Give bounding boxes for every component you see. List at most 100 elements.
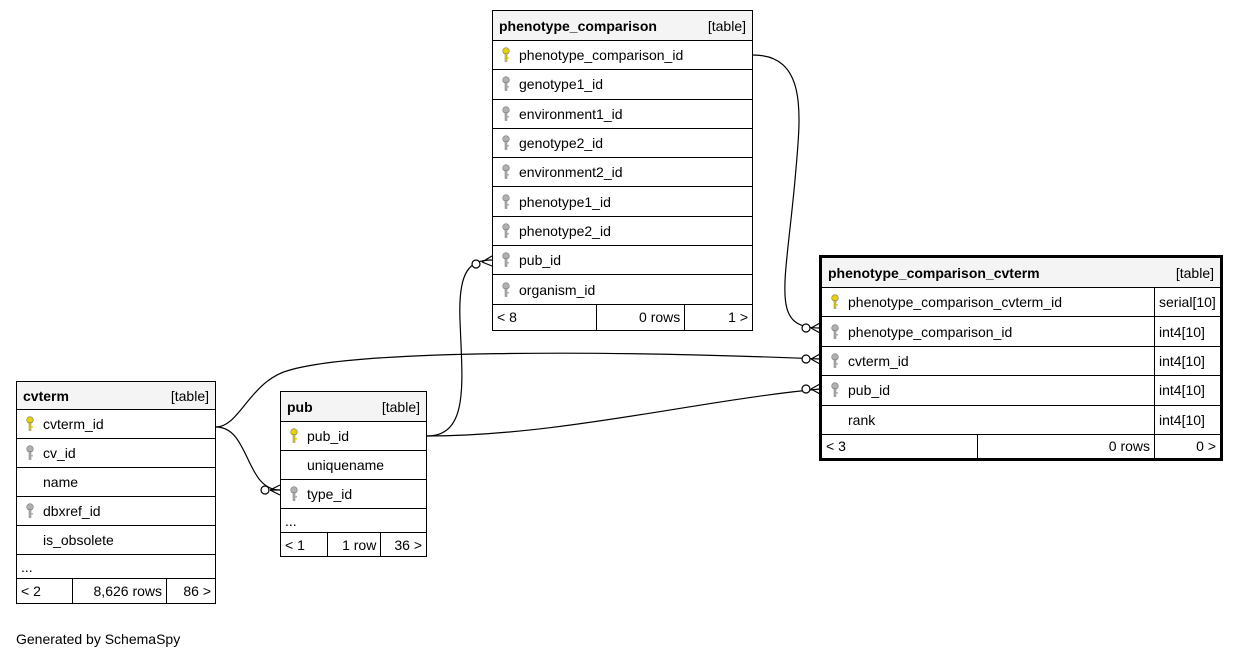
column-row[interactable]: pub_id int4[10] <box>822 376 1220 406</box>
edge-cvterm-pub <box>215 426 281 491</box>
column-row[interactable]: rank int4[10] <box>822 405 1220 435</box>
column-row[interactable]: name <box>17 468 215 497</box>
parents-link[interactable]: < 1 <box>285 536 305 553</box>
column-row[interactable]: environment2_id <box>493 158 752 188</box>
generated-by-credit: Generated by SchemaSpy <box>16 631 181 647</box>
column-row[interactable]: dbxref_id <box>17 497 215 526</box>
foreign-key-slot <box>497 106 515 122</box>
foreign-key-slot <box>285 486 303 502</box>
table-name[interactable]: phenotype_comparison <box>499 17 657 34</box>
primary-key-icon <box>502 47 510 62</box>
column-row[interactable]: is_obsolete <box>17 526 215 555</box>
column-name: organism_id <box>519 281 596 298</box>
foreign-key-slot <box>21 445 39 461</box>
column-name: phenotype_comparison_cvterm_id <box>848 294 1063 311</box>
foreign-key-icon <box>502 76 510 92</box>
column-name: uniquename <box>307 457 385 473</box>
column-name: cvterm_id <box>848 352 909 369</box>
foreign-key-icon <box>502 252 510 267</box>
edge-pc-pcc <box>752 54 821 329</box>
primary-key-icon <box>26 416 34 431</box>
table-header[interactable]: phenotype_comparison[table] <box>493 11 752 41</box>
optional-marker <box>801 384 811 394</box>
foreign-key-icon <box>26 503 34 518</box>
foreign-key-icon <box>502 164 510 180</box>
column-name: is_obsolete <box>43 532 114 548</box>
table-phenotype-comparison-cvterm[interactable]: phenotype_comparison_cvterm[table]phenot… <box>819 255 1223 461</box>
foreign-key-slot <box>826 382 844 398</box>
foreign-key-icon <box>502 106 510 121</box>
column-name: phenotype_comparison_id <box>848 323 1013 340</box>
column-row[interactable]: phenotype2_id <box>493 217 752 247</box>
foreign-key-slot <box>497 164 515 180</box>
children-link[interactable]: 0 > <box>1154 434 1220 458</box>
column-row[interactable]: cv_id <box>17 439 215 468</box>
column-row[interactable]: cvterm_id int4[10] <box>822 346 1220 377</box>
children-link[interactable]: 1 > <box>684 304 752 330</box>
table-phenotype-comparison[interactable]: phenotype_comparison[table]phenotype_com… <box>492 10 753 331</box>
column-type: int4[10] <box>1154 405 1220 434</box>
column-row[interactable]: genotype1_id <box>493 70 752 100</box>
table-name[interactable]: phenotype_comparison_cvterm <box>828 264 1040 281</box>
optional-marker <box>471 259 481 269</box>
column-type: int4[10] <box>1154 317 1220 346</box>
column-name: cv_id <box>43 445 76 461</box>
primary-key-icon <box>290 428 298 443</box>
primary-key-slot <box>826 294 844 310</box>
children-link[interactable]: 36 > <box>380 533 426 556</box>
column-row[interactable]: uniquename <box>281 451 426 480</box>
column-row[interactable]: organism_id <box>493 275 752 305</box>
row-count: 0 rows <box>595 304 685 330</box>
column-name: dbxref_id <box>43 503 101 519</box>
table-header[interactable]: cvterm[table] <box>17 382 215 410</box>
column-name: phenotype2_id <box>519 222 611 239</box>
table-tag: [table] <box>1175 264 1214 281</box>
foreign-key-slot <box>497 281 515 298</box>
optional-marker <box>260 485 270 495</box>
column-name: pub_id <box>519 252 562 269</box>
optional-marker <box>801 323 811 333</box>
column-name: pub_id <box>307 428 350 444</box>
edge-pub-pc <box>426 259 493 437</box>
column-name: rank <box>848 411 876 428</box>
table-header[interactable]: phenotype_comparison_cvterm [table] <box>822 258 1220 288</box>
more-columns: ... <box>17 555 215 579</box>
column-row[interactable]: pub_id <box>281 422 426 451</box>
foreign-key-slot <box>21 503 39 519</box>
foreign-key-icon <box>290 486 298 501</box>
parents-link[interactable]: < 2 <box>21 583 41 599</box>
foreign-key-icon <box>502 223 510 238</box>
foreign-key-slot <box>497 223 515 239</box>
column-row[interactable]: pub_id <box>493 246 752 276</box>
column-row[interactable]: phenotype_comparison_id <box>493 41 752 71</box>
column-row[interactable]: cvterm_id <box>17 410 215 439</box>
column-name: environment2_id <box>519 164 623 181</box>
column-row[interactable]: phenotype1_id <box>493 187 752 217</box>
parents-link[interactable]: < 3 <box>826 438 846 455</box>
table-name[interactable]: cvterm <box>23 387 69 404</box>
foreign-key-slot <box>826 323 844 340</box>
column-name: pub_id <box>848 382 891 399</box>
column-row[interactable]: phenotype_comparison_id int4[10] <box>822 317 1220 347</box>
foreign-key-icon <box>502 281 510 297</box>
table-header[interactable]: pub[table] <box>281 392 426 422</box>
column-row[interactable]: type_id <box>281 480 426 509</box>
column-name: environment1_id <box>519 105 623 122</box>
column-type: int4[10] <box>1154 376 1220 405</box>
optional-marker <box>801 354 811 364</box>
crowfoot-marker <box>481 255 493 267</box>
column-type: int4[10] <box>1154 346 1220 376</box>
children-link[interactable]: 86 > <box>166 579 215 603</box>
edge-pub-pcc <box>426 388 821 437</box>
parents-link[interactable]: < 8 <box>497 309 517 326</box>
column-row[interactable]: environment1_id <box>493 100 752 129</box>
foreign-key-slot <box>497 76 515 92</box>
table-name[interactable]: pub <box>287 398 313 415</box>
column-row[interactable]: genotype2_id <box>493 129 752 159</box>
